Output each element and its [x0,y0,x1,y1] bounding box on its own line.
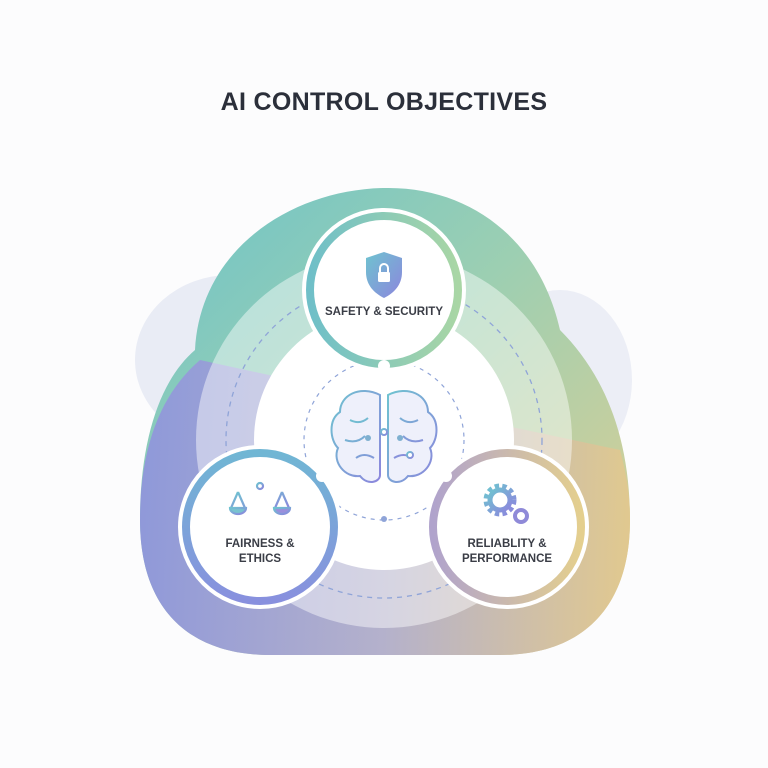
orbit-dot [381,516,387,522]
reliability-line-2: PERFORMANCE [461,553,553,565]
page-title: AI CONTROL OBJECTIVES [220,88,548,116]
node-reliability[interactable] [425,445,589,609]
reliability-performance-label: RELIABLITY & PERFORMANCE [447,537,567,567]
fairness-line-2: ETHICS [238,553,282,565]
safety-security-label: SAFETY & SECURITY [325,306,443,318]
shield-lock-icon [366,252,402,298]
fairness-line-1: FAIRNESS & [225,538,295,550]
brain-icon [330,390,438,483]
reliability-line-1: RELIABLITY & [467,538,547,550]
fairness-ethics-label: FAIRNESS & ETHICS [200,537,320,567]
scales-icon [228,481,292,525]
gears-icon [483,483,529,524]
inner-dashed-orbit [303,359,465,521]
node-fairness[interactable] [178,445,342,609]
